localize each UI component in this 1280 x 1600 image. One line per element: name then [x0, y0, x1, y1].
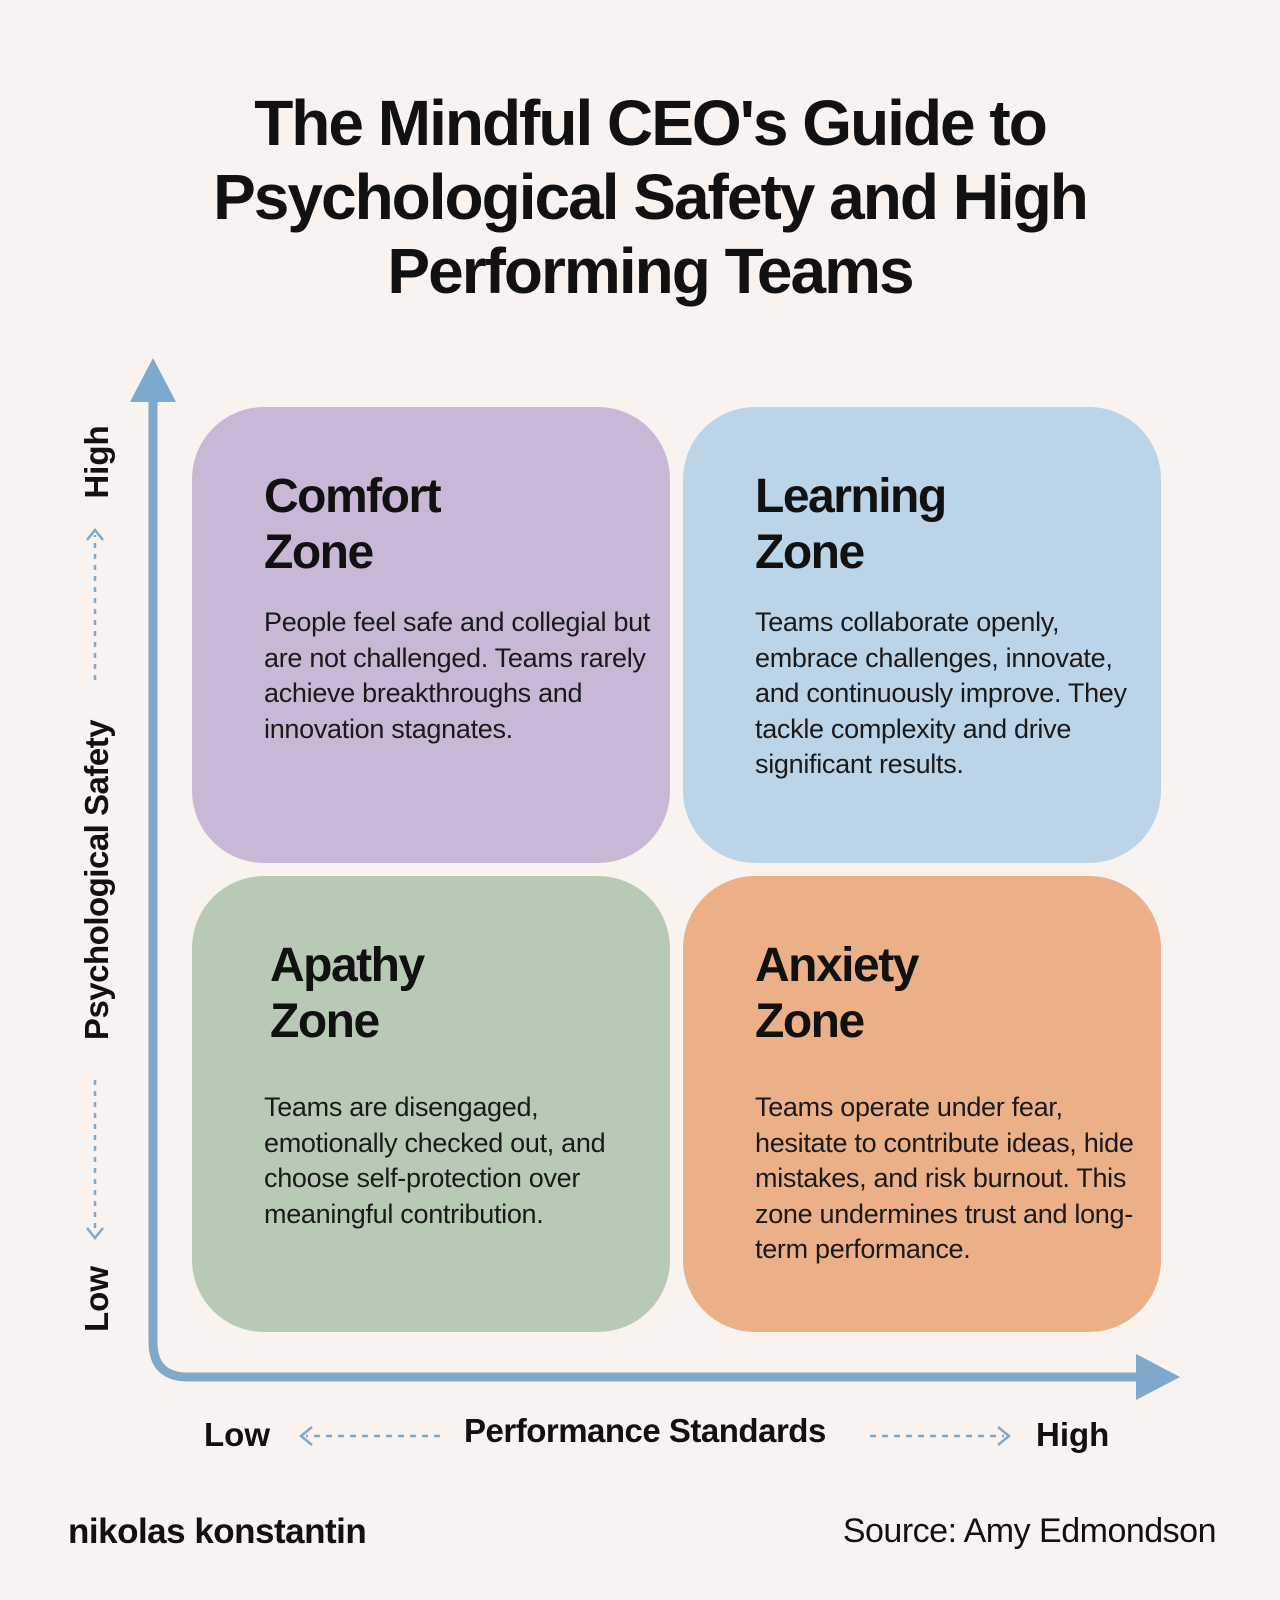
y-axis-low-label: Low [78, 1266, 115, 1332]
x-axis-low-label: Low [204, 1416, 270, 1453]
y-axis-line [148, 390, 1145, 1382]
apathy-zone-card: Apathy Zone Teams are disengaged, emotio… [192, 876, 670, 1332]
author-brand: nikolas konstantin [68, 1512, 367, 1551]
apathy-zone-description: Teams are disengaged, emotionally checke… [264, 1092, 606, 1229]
y-high-chevron-icon [86, 527, 104, 541]
anxiety-zone-description: Teams operate under fear, hesitate to co… [755, 1092, 1134, 1264]
x-high-chevron-icon [997, 1426, 1011, 1446]
page-title: The Mindful CEO's Guide to Psychological… [213, 87, 1089, 307]
x-low-chevron-icon [299, 1426, 313, 1446]
learning-zone-title: Learning Zone [755, 470, 947, 579]
comfort-zone-title: Comfort Zone [264, 470, 442, 579]
x-axis-arrowhead [1136, 1354, 1180, 1400]
learning-zone-description: Teams collaborate openly, embrace challe… [755, 607, 1127, 779]
comfort-zone-description: People feel safe and collegial but are n… [264, 607, 651, 744]
y-axis-title: Psychological Safety [78, 719, 115, 1041]
apathy-zone-title: Apathy Zone [270, 939, 425, 1048]
anxiety-zone-title: Anxiety Zone [755, 939, 919, 1048]
learning-zone-card: Learning Zone Teams collaborate openly, … [683, 407, 1161, 863]
x-axis-high-label: High [1036, 1416, 1110, 1453]
x-axis-title: Performance Standards [464, 1412, 826, 1449]
source-credit: Source: Amy Edmondson [842, 1512, 1217, 1550]
y-axis-arrowhead [130, 358, 176, 402]
y-axis-high-label: High [78, 425, 115, 499]
anxiety-zone-card: Anxiety Zone Teams operate under fear, h… [683, 876, 1161, 1332]
y-low-chevron-icon [86, 1227, 104, 1241]
comfort-zone-card: Comfort Zone People feel safe and colleg… [192, 407, 670, 863]
